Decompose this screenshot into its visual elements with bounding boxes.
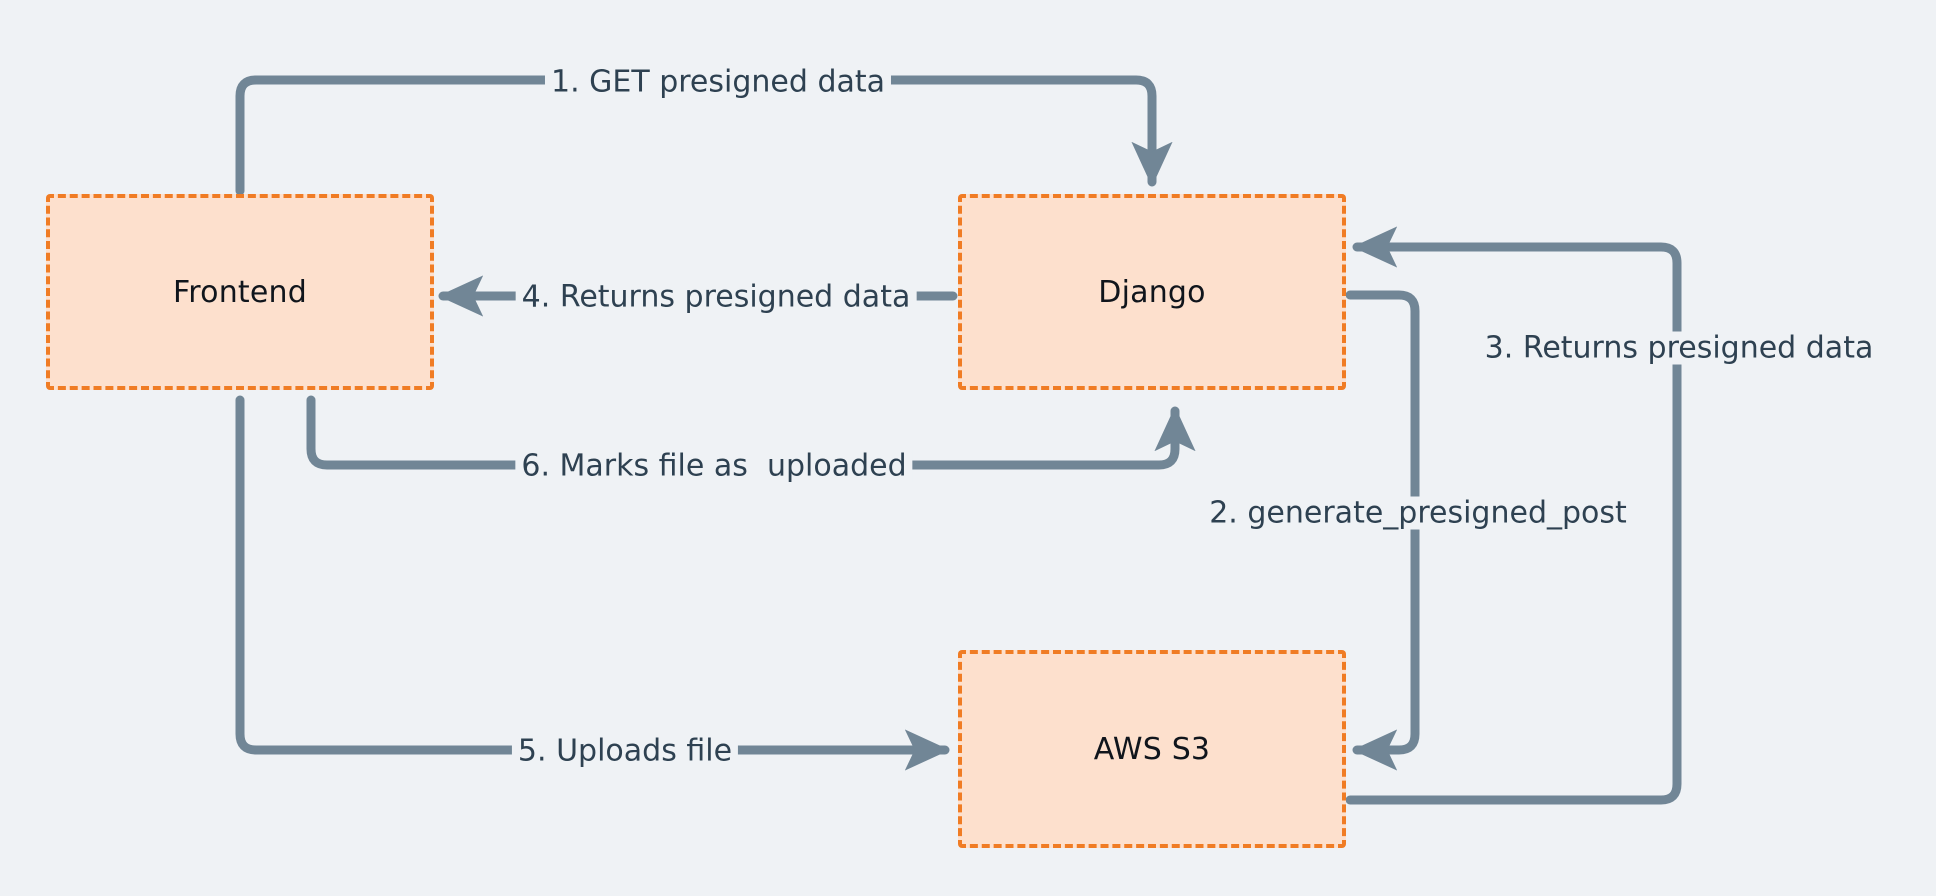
node-frontend[interactable]: Frontend bbox=[46, 194, 434, 390]
edge-label-5: 5. Uploads file bbox=[511, 734, 739, 768]
edge-label-1: 1. GET presigned data bbox=[544, 65, 892, 99]
node-aws-s3-label: AWS S3 bbox=[1093, 731, 1211, 767]
edge-3-returns-presigned-data bbox=[1345, 226, 1682, 805]
edge-5-uploads-file bbox=[235, 395, 950, 771]
edge-label-2: 2. generate_presigned_post bbox=[1203, 496, 1633, 530]
node-frontend-label: Frontend bbox=[173, 274, 307, 310]
edge-label-6: 6. Marks file as uploaded bbox=[515, 449, 913, 483]
edge-label-4: 4. Returns presigned data bbox=[515, 280, 917, 314]
edge-label-3: 3. Returns presigned data bbox=[1478, 331, 1880, 365]
node-django[interactable]: Django bbox=[958, 194, 1346, 390]
node-django-label: Django bbox=[1098, 274, 1206, 310]
node-aws-s3[interactable]: AWS S3 bbox=[958, 650, 1346, 848]
